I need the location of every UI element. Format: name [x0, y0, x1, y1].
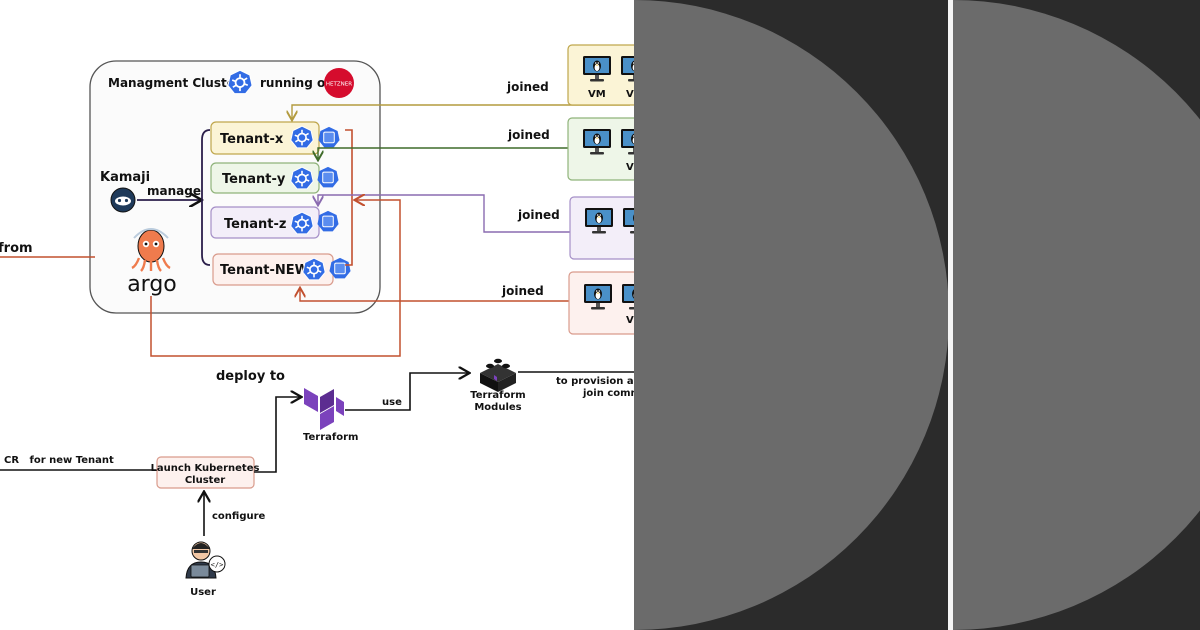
kamaji-icon [110, 187, 136, 213]
cluster-title: Managment Cluster [108, 76, 241, 90]
tenant-group-brace [201, 129, 211, 266]
terraform-label: Terraform [303, 432, 358, 443]
joined-arrow-2 [318, 147, 630, 159]
from-label: from [0, 241, 33, 256]
use-label: use [382, 397, 402, 408]
dark-panel [953, 0, 1200, 630]
kubernetes-icon [227, 69, 253, 95]
kubernetes-icon [290, 125, 314, 149]
tenant-new-label: Tenant-NEW [220, 263, 309, 278]
argo-octopus-icon [131, 228, 171, 272]
vm-label: V [626, 89, 634, 100]
lego-block-icon [480, 358, 516, 392]
user-label: User [190, 587, 216, 598]
joined-arrow-1 [292, 104, 630, 119]
tenant-y-label: Tenant-y [222, 172, 286, 187]
vm-label: V [626, 162, 634, 173]
launch-to-terraform-arrow [254, 397, 300, 473]
manage-label: manage [147, 184, 201, 198]
joined-label: joined [517, 208, 560, 222]
vm-label: VM [588, 89, 606, 100]
kubernetes-icon [290, 211, 314, 235]
launch-cluster-label: Launch Kubernetes [151, 463, 260, 474]
terraform-icon [304, 388, 344, 430]
panel-divider [948, 0, 953, 630]
vm-label: V [626, 315, 634, 326]
tenant-box: Tenant-y [210, 162, 339, 194]
tenant-box: Tenant-NEW [212, 253, 351, 286]
joined-arrow-4 [300, 289, 570, 302]
svg-text:</>: </> [211, 561, 224, 569]
joined-arrow-3 [318, 194, 570, 233]
tenant-link-brace [345, 129, 353, 266]
terraform-modules-label: Modules [474, 402, 521, 413]
configure-label: configure [212, 511, 266, 522]
tenant-z-label: Tenant-z [224, 217, 286, 232]
provision-label: to provision and [556, 376, 648, 387]
deploy-to-label: deploy to [216, 369, 285, 384]
cr-label: CR for new Tenant [4, 455, 114, 466]
tenant-x-label: Tenant-x [220, 132, 284, 147]
joined-label: joined [507, 128, 550, 142]
terraform-modules-label: Terraform [470, 390, 525, 401]
hetzner-logo: HETZNER [324, 68, 354, 98]
kamaji-label: Kamaji [100, 170, 150, 185]
kubernetes-icon [290, 166, 314, 190]
user-avatar-icon: </> [185, 541, 226, 579]
argo-label: argo [127, 272, 177, 297]
svg-text:HETZNER: HETZNER [326, 82, 352, 88]
provision-label: join comm [582, 388, 641, 399]
tenant-box: Tenant-z [210, 206, 339, 239]
launch-cluster-label: Cluster [185, 475, 225, 486]
use-arrow [345, 373, 468, 411]
dark-panel [634, 0, 949, 630]
joined-label: joined [506, 80, 549, 94]
tenant-box: Tenant-x [210, 121, 340, 155]
kubernetes-icon [302, 257, 326, 281]
running-on-label: running on [260, 76, 334, 90]
deploy-loop [150, 200, 401, 357]
joined-label: joined [501, 284, 544, 298]
